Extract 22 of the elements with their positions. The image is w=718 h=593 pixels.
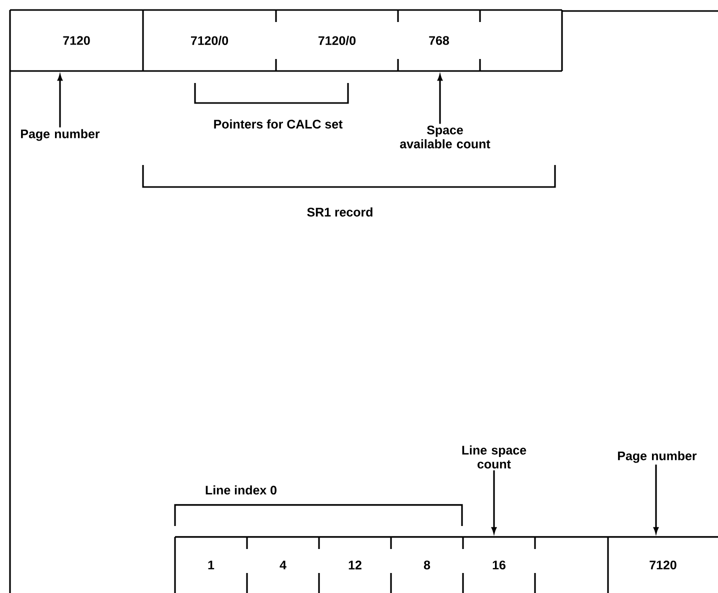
record-cell: 16 [463,536,535,570]
record-cell: 4 [247,536,319,570]
bracket-label: Line index 0 [206,485,276,495]
record-cell: 7120 [608,536,718,570]
bracket-label: SR1 record [307,207,372,217]
arrow [438,74,442,124]
arrow [58,74,62,128]
callout-text: Line space count [462,445,526,469]
record-cell: 8 [391,536,463,570]
bracket-label: Pointers for CALC set [214,119,343,129]
callout-text: Space available count [400,126,490,148]
record-cell: 7120 [10,9,143,72]
record-cell: 7120/0 [143,9,276,72]
callout-text: Page number [618,451,697,463]
record-cell: 7120/0 [276,9,398,72]
record-cell: 12 [319,536,391,570]
empty-cell [480,9,562,72]
arrow [492,470,496,534]
record-cell: 1 [175,536,247,570]
record-cell: 768 [398,9,480,72]
arrow [654,464,658,534]
callout-text: Page number [21,129,100,141]
